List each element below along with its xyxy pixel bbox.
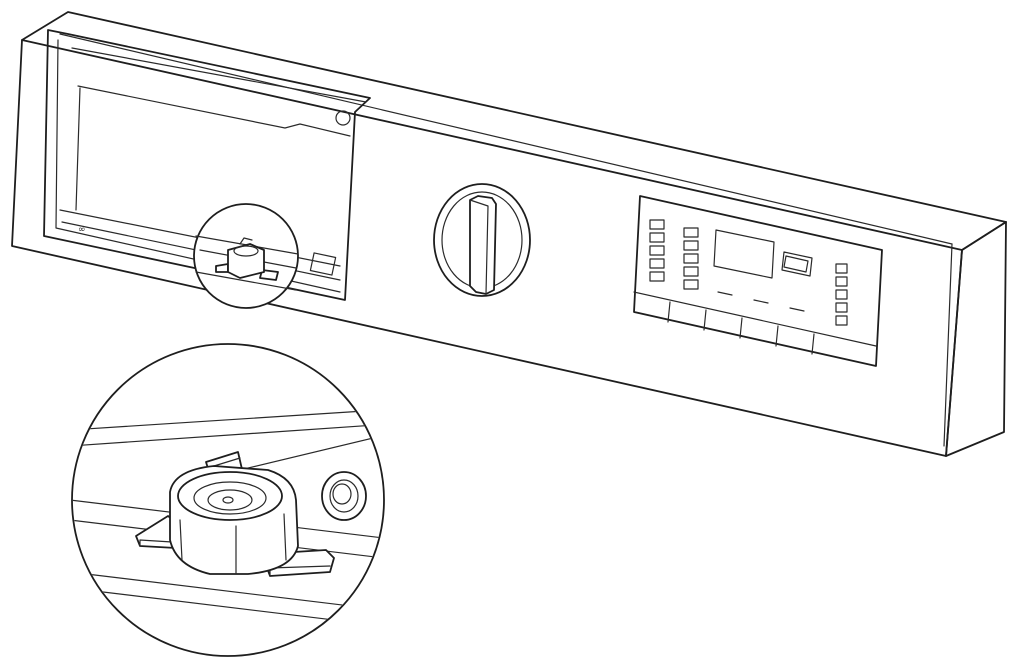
detergent-drawer: ∞ xyxy=(43,29,371,301)
screw-magnified xyxy=(321,471,367,521)
button-column-left xyxy=(649,219,665,282)
lock-catch-icon-magnified xyxy=(135,451,335,577)
latch-detail-magnified xyxy=(71,343,385,657)
latch-detail-small xyxy=(193,203,299,309)
bottom-button-row xyxy=(667,301,815,355)
button-column-middle xyxy=(683,227,699,290)
lock-catch-icon-small xyxy=(215,237,279,281)
display-window-small xyxy=(781,251,813,277)
button-column-right xyxy=(835,263,848,326)
panel-square-detail xyxy=(309,252,337,276)
program-dial-icon xyxy=(433,183,531,297)
control-panel xyxy=(11,11,1007,457)
control-module xyxy=(633,195,883,367)
drawer-marking: ∞ xyxy=(78,225,86,235)
display-window xyxy=(713,229,775,279)
